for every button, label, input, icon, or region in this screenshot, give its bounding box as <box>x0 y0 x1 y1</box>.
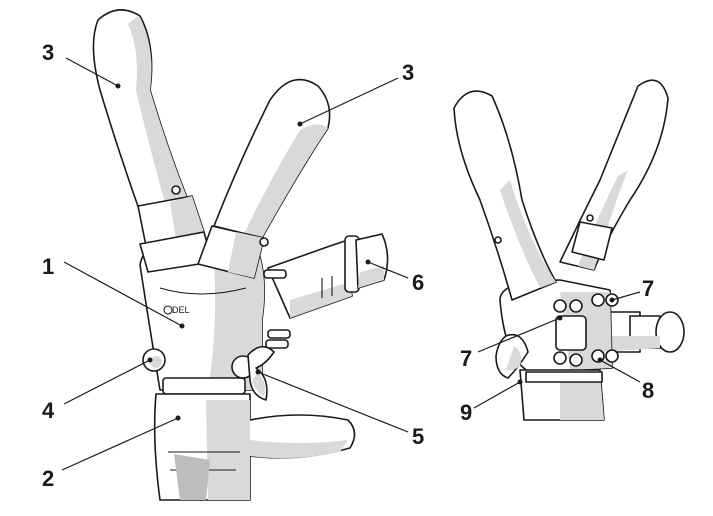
outlet-pipe-left-view <box>267 233 389 319</box>
callout-bolt-nut: 8 <box>642 378 654 403</box>
outlet-pipe-right-view <box>599 311 685 353</box>
callout-bolt-upper: 7 <box>642 276 654 301</box>
handle-upper-left <box>92 9 213 273</box>
callout-body: 1 <box>42 254 54 279</box>
callout-base: 2 <box>42 466 54 491</box>
wing-screw-rear <box>495 333 529 379</box>
body-bolts <box>263 269 291 349</box>
callout-labels: 3 3 1 4 2 5 6 7 7 8 9 <box>42 40 654 491</box>
callout-bolt-lower: 7 <box>460 346 472 371</box>
handle-rear-right <box>559 79 669 271</box>
right-assembly <box>453 79 685 421</box>
side-knob <box>142 348 166 372</box>
callout-handle-left: 3 <box>42 40 54 65</box>
handle-upper-right <box>197 78 331 279</box>
callout-knob: 4 <box>42 398 55 423</box>
callout-rear-wing: 9 <box>460 400 472 425</box>
handle-rear-left <box>453 90 557 301</box>
brand-logo-circle <box>163 305 173 315</box>
bolt-group <box>553 293 619 367</box>
leader-lines <box>61 57 641 471</box>
callout-outlet: 6 <box>412 270 424 295</box>
left-assembly: DEL <box>92 9 389 501</box>
base-stand <box>153 377 356 501</box>
callout-handle-right: 3 <box>402 60 414 85</box>
brand-mark: DEL <box>172 305 190 315</box>
callout-wing-screw: 5 <box>412 424 424 449</box>
